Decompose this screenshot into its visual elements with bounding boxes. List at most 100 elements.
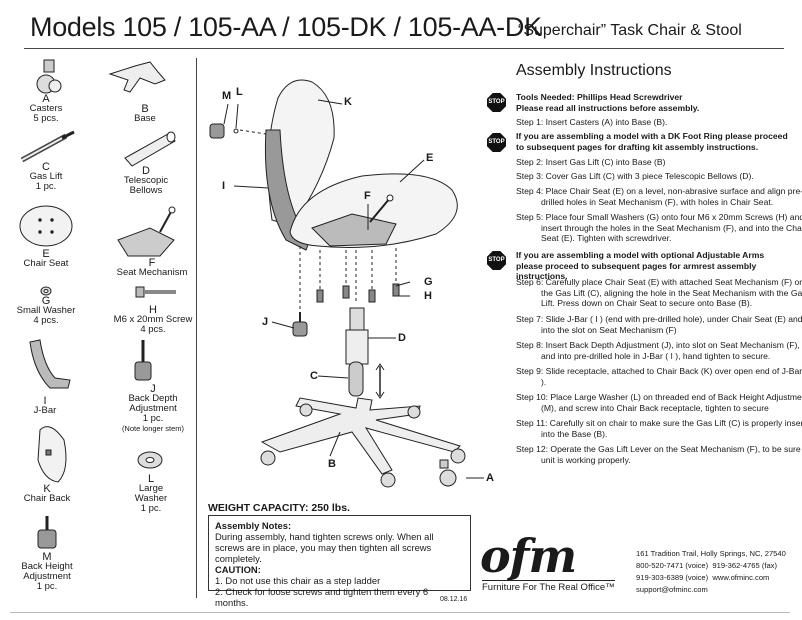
part-e: E Chair Seat (16, 249, 76, 269)
diagram-label-a: A (486, 472, 494, 484)
contact-block: 161 Tradition Trail, Holly Springs, NC, … (636, 548, 796, 596)
step-4: Step 4: Place Chair Seat (E) on a level,… (516, 186, 802, 207)
support-email-link[interactable]: support@ofminc.com (636, 585, 708, 594)
part-i-name: J-Bar (33, 405, 57, 416)
document-subtitle: “Superchair” Task Chair & Stool (518, 22, 742, 39)
stop-icon: STOP (487, 251, 506, 270)
j-bar-drawing (29, 339, 71, 389)
document-title: Models 105 / 105-AA / 105-DK / 105-AA-DK (30, 12, 542, 42)
part-j-letter: J (150, 383, 156, 395)
base-drawing (108, 61, 166, 93)
caster-drawing (36, 59, 62, 94)
part-h-letter: H (149, 304, 157, 316)
step-9: Step 9: Slide receptacle, attached to Ch… (516, 366, 802, 387)
diagram-label-g: G (424, 276, 433, 288)
part-m-letter: M (42, 551, 52, 563)
tools-needed: Tools Needed: Phillips Head Screwdriver (516, 92, 683, 102)
screw-drawing (135, 286, 176, 298)
part-m-name: Back Height Adjustment (21, 561, 73, 582)
step-10: Step 10: Place Large Washer (L) on threa… (516, 392, 802, 413)
step-1: Step 1: Insert Casters (A) into Base (B)… (516, 117, 668, 127)
website-link[interactable]: www.ofminc.com (712, 573, 770, 582)
bellows-drawing (124, 131, 176, 167)
part-d: D Telescopic Bellows (118, 166, 174, 196)
part-c-qty: 1 pc. (35, 181, 57, 192)
arms-warning: If you are assembling a model with optio… (516, 250, 765, 282)
diagram-label-h: H (424, 290, 432, 302)
part-h-qty: 4 pcs. (140, 324, 166, 335)
part-l-letter: L (147, 473, 155, 485)
part-d-letter: D (142, 165, 150, 177)
part-d-name: Telescopic (123, 175, 169, 186)
diagram-label-j: J (262, 316, 269, 328)
part-b-letter: B (141, 103, 149, 115)
part-l-qty: 1 pc. (140, 503, 162, 514)
brand-tagline: Furniture For The Real Office™ (482, 580, 615, 593)
step-8: Step 8: Insert Back Depth Adjustment (J)… (516, 340, 800, 361)
back-height-knob-drawing (37, 516, 57, 549)
part-c: C Gas Lift 1 pc. (20, 162, 72, 192)
footer-divider (10, 612, 790, 613)
part-h-name: M6 x 20mm Screw (113, 314, 193, 325)
fax: 919-362-4765 (fax) (712, 561, 778, 570)
part-e-letter: E (42, 248, 50, 260)
parts-divider (196, 58, 197, 598)
part-k-name: Chair Back (23, 493, 71, 504)
part-f: F Seat Mechanism (112, 258, 192, 278)
part-g-name: Small Washer (16, 305, 76, 316)
diagram-label-b: B (328, 458, 336, 470)
part-b: B Base (115, 104, 175, 124)
diagram-label-c: C (310, 370, 318, 382)
part-m-qty: 1 pc. (36, 581, 58, 592)
large-washer-drawing (137, 451, 163, 469)
assembly-title: Assembly Instructions (516, 62, 672, 79)
caution-heading: CAUTION: (215, 564, 261, 575)
part-c-letter: C (42, 161, 50, 173)
part-a: A Casters 5 pcs. (20, 94, 72, 124)
diagram-label-k: K (344, 96, 352, 108)
address: 161 Tradition Trail, Holly Springs, NC, … (636, 549, 786, 558)
part-d-qty: Bellows (129, 185, 163, 196)
diagram-label-i: I (222, 180, 226, 192)
part-a-qty: 5 pcs. (33, 113, 59, 124)
diagram-label-m: M (222, 90, 232, 102)
weight-capacity: WEIGHT CAPACITY: 250 lbs. (208, 502, 350, 514)
stop-icon: STOP (487, 133, 506, 152)
step-5: Step 5: Place four Small Washers (G) ont… (516, 212, 802, 244)
part-j: J Back Depth Adjustment 1 pc. (Note long… (112, 384, 194, 434)
diagram-label-f: F (364, 190, 371, 202)
part-i: I J-Bar (22, 396, 68, 416)
phone-voice-2: 919-303-6389 (voice) (636, 573, 709, 582)
step-2: Step 2: Insert Gas Lift (C) into Base (B… (516, 157, 666, 167)
part-j-qty: 1 pc. (142, 413, 164, 424)
caution-2: 2. Check for loose screws and tighten th… (215, 586, 429, 608)
revision-date: 08.12.16 (440, 596, 468, 603)
seat-drawing (19, 205, 73, 247)
part-j-name: Back Depth Adjustment (128, 393, 178, 414)
phone-voice-1: 800-520-7471 (voice) (636, 561, 709, 570)
step-12: Step 12: Operate the Gas Lift Lever on t… (516, 444, 801, 465)
part-g-letter: G (41, 295, 51, 307)
part-l: L Large Washer 1 pc. (126, 474, 176, 514)
step-7: Step 7: Slide J-Bar ( I ) (end with pre-… (516, 314, 802, 335)
part-g-qty: 4 pcs. (33, 315, 59, 326)
part-j-note: (Note longer stem) (121, 424, 185, 433)
diagram-label-e: E (426, 152, 434, 164)
notes-heading: Assembly Notes: (215, 520, 292, 531)
step-3: Step 3: Cover Gas Lift (C) with 3 piece … (516, 171, 754, 181)
part-e-name: Chair Seat (23, 258, 69, 269)
caution-1: 1. Do not use this chair as a step ladde… (215, 575, 381, 586)
chair-back-drawing (37, 426, 67, 483)
assembly-notes-box: Assembly Notes: During assembly, hand ti… (208, 515, 471, 608)
part-a-letter: A (42, 93, 50, 105)
stop-icon: STOP (487, 93, 506, 112)
notes-body: During assembly, hand tighten screws onl… (215, 531, 434, 564)
ofm-logo: ofm (480, 529, 577, 583)
diagram-label-l: L (236, 86, 243, 98)
part-b-name: Base (134, 113, 156, 124)
mechanism-shape (311, 213, 397, 247)
read-instructions: Please read all instructions before asse… (516, 103, 700, 113)
part-g: G Small Washer 4 pcs. (12, 296, 80, 326)
